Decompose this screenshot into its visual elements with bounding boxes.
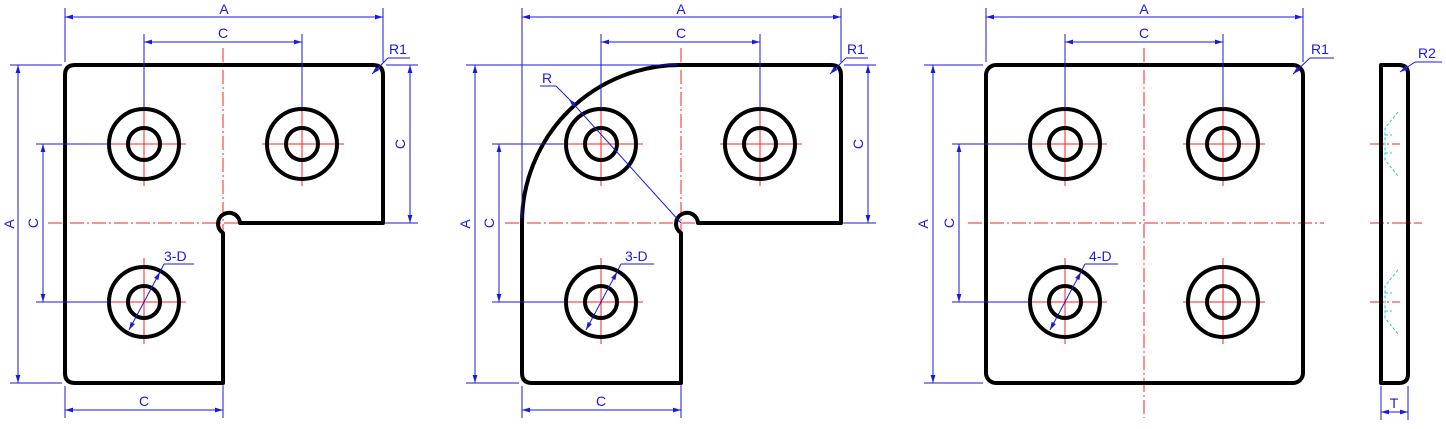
dim-label-hole-count: 3-D bbox=[164, 248, 187, 264]
dim-label-c: C bbox=[941, 218, 957, 228]
dim-label-c: C bbox=[218, 25, 228, 41]
dim-label-c: C bbox=[139, 393, 149, 409]
plate-outline bbox=[520, 62, 843, 385]
plate-outline bbox=[984, 63, 1305, 385]
dim-label-c: C bbox=[392, 139, 408, 149]
hidden-counterbore bbox=[1384, 269, 1399, 335]
dim-label-c: C bbox=[1139, 25, 1149, 41]
hidden-counterbore bbox=[1384, 111, 1399, 177]
dim-label-c: C bbox=[481, 218, 497, 228]
dim-label-a: A bbox=[676, 1, 686, 17]
dim-label-r1: R1 bbox=[389, 41, 407, 57]
dim-label-a: A bbox=[219, 1, 229, 17]
view-side-profile: R2 T bbox=[1370, 45, 1442, 420]
dim-label-a: A bbox=[1139, 1, 1149, 17]
dim-label-c: C bbox=[676, 25, 686, 41]
view-l-plate: A C R1 A C C C 3-D bbox=[1, 1, 418, 418]
dim-label-t: T bbox=[1390, 395, 1399, 411]
dim-label-c: C bbox=[850, 139, 866, 149]
counterbore-hole bbox=[265, 107, 339, 181]
plate-outline bbox=[63, 63, 385, 385]
dim-label-hole-count: 3-D bbox=[625, 248, 648, 264]
hole-crosshairs bbox=[1025, 100, 1265, 344]
dim-label-hole-count: 4-D bbox=[1089, 248, 1112, 264]
dim-label-c: C bbox=[596, 393, 606, 409]
dim-label-a: A bbox=[1, 219, 17, 229]
counterbore-hole bbox=[1186, 107, 1260, 181]
dim-label-a: A bbox=[915, 219, 931, 229]
view-square-plate: A C R1 A C 4-D bbox=[915, 1, 1334, 418]
profile-outline bbox=[1379, 63, 1410, 385]
counterbore-hole bbox=[107, 107, 181, 181]
counterbore-hole bbox=[1186, 265, 1260, 339]
counterbore-hole bbox=[1028, 107, 1102, 181]
counterbore-hole bbox=[723, 107, 797, 181]
dim-label-a: A bbox=[457, 219, 473, 229]
dim-label-r2: R2 bbox=[1418, 45, 1436, 61]
view-rounded-plate: A C R1 R A C C C bbox=[457, 1, 876, 418]
dim-label-r1: R1 bbox=[847, 41, 865, 57]
dim-label-c: C bbox=[25, 218, 41, 228]
dim-label-r: R bbox=[542, 70, 552, 86]
dim-label-r1: R1 bbox=[1311, 41, 1329, 57]
counterbore-hole bbox=[564, 107, 638, 181]
